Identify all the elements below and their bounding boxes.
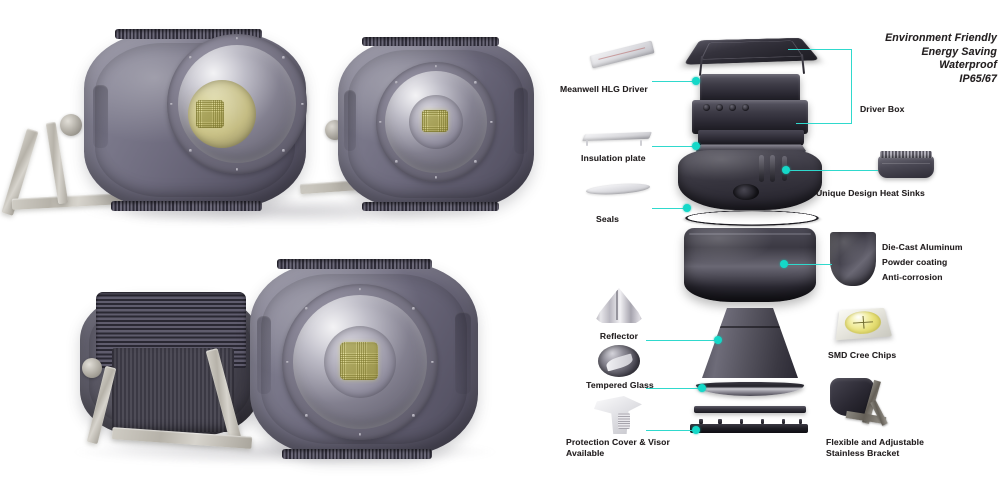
- label-tempered-glass: Tempered Glass: [586, 380, 654, 390]
- heat-sink-rib-1: [758, 154, 764, 183]
- heat-sink-thumb-fins: [880, 151, 932, 158]
- product-photo-panel: [0, 0, 548, 480]
- callout-dot-protection-cover: [692, 426, 700, 434]
- heat-sink-rib-2: [770, 154, 776, 183]
- label-smd-cree-chips: SMD Cree Chips: [828, 350, 897, 360]
- tempered-glass-assembled: [696, 382, 804, 396]
- smd-cree-chip-thumb: [835, 307, 893, 341]
- label-stainless-bracket: Flexible and Adjustable Stainless Bracke…: [826, 437, 924, 458]
- connector-seals: [652, 208, 688, 210]
- heat-sink-fins-bottom-left: [110, 201, 262, 211]
- heat-sink-fins-front-top: [277, 259, 433, 269]
- connector-heat-sinks: [788, 170, 878, 172]
- bracket-knob-bottom: [82, 358, 102, 378]
- cob-led-chip-front: [340, 342, 378, 380]
- die-cast-thumb: [830, 232, 876, 286]
- product-photo-bottom: [0, 240, 548, 480]
- connector-meanwell: [652, 81, 696, 83]
- cable-gland-3: [729, 104, 736, 111]
- heat-sink-fins-bottom-right: [361, 202, 499, 211]
- label-die-cast-aluminum: Die-Cast Aluminum Powder coating Anti-co…: [882, 242, 963, 282]
- ring-tab-2: [718, 419, 722, 425]
- heat-sink-fins-top-left: [115, 29, 262, 39]
- cob-led-chip-left: [196, 100, 224, 128]
- driver-box-lower: [692, 100, 808, 134]
- body-grip-right-b: [343, 90, 356, 151]
- connector-protection-cover: [646, 430, 696, 432]
- body-grip-front-a: [455, 312, 472, 394]
- seal-gasket-assembled: [674, 210, 830, 226]
- label-driver-box: Driver Box: [860, 104, 905, 114]
- lens-screws-right: [376, 62, 496, 182]
- label-heat-sinks: Unique Design Heat Sinks: [816, 188, 925, 198]
- stainless-bracket-thumb: [830, 378, 908, 434]
- ring-tab-6: [798, 419, 802, 425]
- connector-die-cast: [786, 264, 832, 266]
- driver-box-base: [698, 130, 804, 146]
- bracket-knob-left: [60, 114, 82, 136]
- connector-insulation: [652, 146, 696, 148]
- ring-tab-4: [760, 419, 765, 425]
- callout-dot-reflector: [714, 336, 722, 344]
- callout-dot-insulation: [692, 142, 700, 150]
- exploded-diagram-panel: Environment Friendly Energy Saving Water…: [548, 0, 1003, 480]
- label-seals: Seals: [596, 214, 619, 224]
- insulation-plate-leg-left: [586, 140, 588, 146]
- callout-dot-die-cast: [780, 260, 788, 268]
- cree-chip-divider: [853, 315, 874, 329]
- meanwell-driver-thumb: [589, 40, 655, 69]
- heat-sink-fins-front-bottom: [281, 449, 433, 459]
- product-photo-top: [0, 0, 548, 240]
- callout-dot-meanwell: [692, 77, 700, 85]
- label-reflector: Reflector: [599, 331, 639, 341]
- insulation-plate-leg-right: [640, 140, 642, 146]
- driver-box-upper: [700, 74, 800, 104]
- callout-dot-heat-sinks: [782, 166, 790, 174]
- lens-screws-left: [167, 34, 307, 174]
- trim-bar: [694, 406, 806, 413]
- label-meanwell-hlg-driver: Meanwell HLG Driver: [560, 84, 648, 94]
- connector-driver-box-bottom: [796, 123, 852, 125]
- feature-headline: Environment Friendly Energy Saving Water…: [885, 32, 997, 85]
- ring-tab-1: [699, 419, 703, 425]
- ring-tab-3: [739, 419, 743, 425]
- label-insulation-plate: Insulation plate: [581, 153, 646, 163]
- heat-sink-thumb: [878, 151, 934, 178]
- protection-cover-grid: [618, 413, 630, 429]
- cob-led-chip-right: [422, 110, 448, 132]
- lens-screws-front: [282, 284, 438, 440]
- connector-reflector: [646, 340, 718, 342]
- callout-dot-seals: [683, 204, 691, 212]
- cable-gland-4: [742, 104, 749, 111]
- connector-driver-box-vert: [851, 49, 853, 124]
- mounting-ring: [690, 419, 808, 433]
- heat-sink-center-cap: [732, 183, 759, 200]
- callout-dot-tempered-glass: [698, 384, 706, 392]
- body-grip-right-a: [514, 87, 529, 155]
- tempered-glass-thumb: [598, 345, 640, 377]
- connector-driver-box-top: [788, 49, 852, 51]
- heat-sink-fins-top-right: [361, 37, 499, 46]
- label-protection-cover: Protection Cover & Visor Available: [566, 437, 670, 458]
- cable-gland-2: [716, 104, 723, 111]
- driver-box-lid: [683, 37, 820, 65]
- heat-sink-body: [678, 150, 822, 210]
- reflector-thumb: [594, 288, 644, 323]
- seals-thumb: [585, 181, 651, 197]
- body-grip-front-b: [256, 316, 271, 394]
- connector-tempered-glass: [646, 388, 702, 390]
- body-grip-left-a: [92, 84, 109, 149]
- cable-gland-1: [703, 104, 710, 111]
- ring-tab-5: [782, 419, 786, 425]
